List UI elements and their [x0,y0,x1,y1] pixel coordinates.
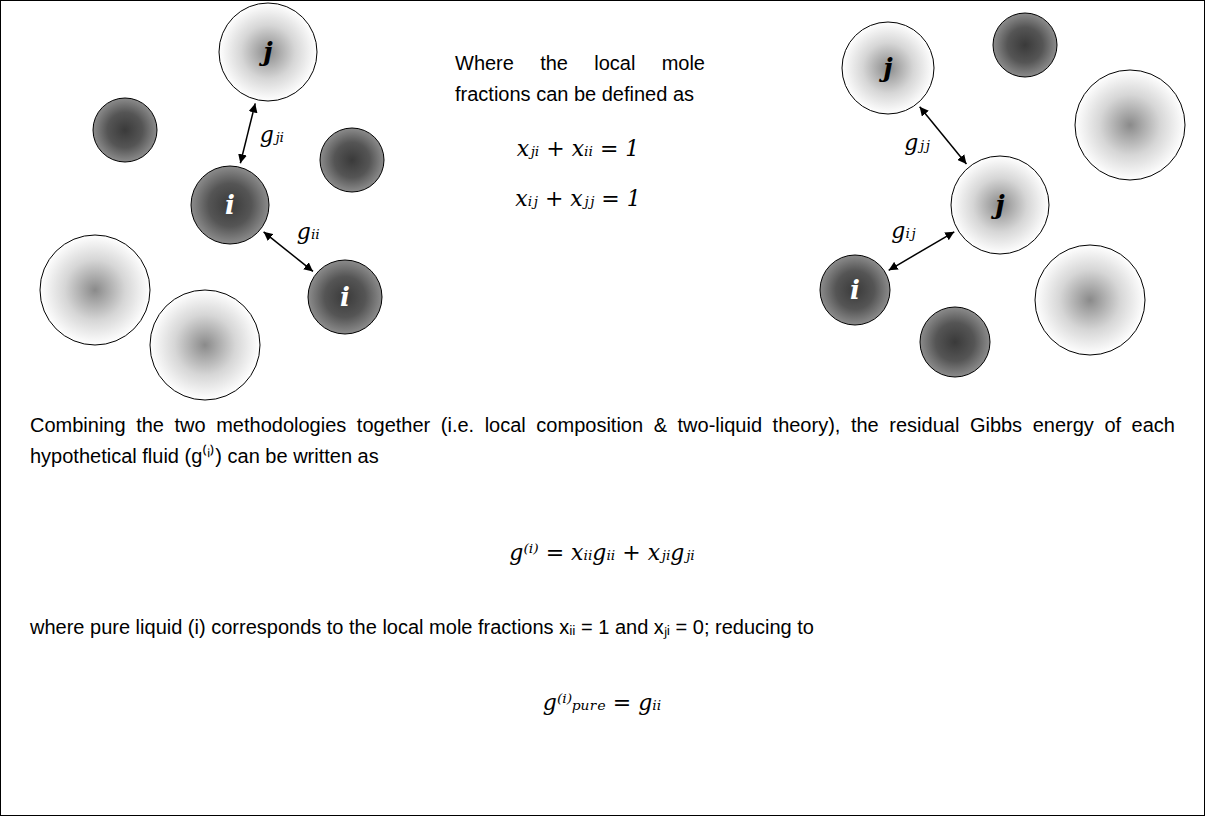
molecule-circle [1075,70,1185,180]
molecule-letter: i [225,192,235,218]
molecule-circle [320,128,384,192]
equation: xⱼᵢ + xᵢᵢ = 1 [517,136,640,161]
interaction-arrow [240,103,255,163]
molecule-circle [40,235,150,345]
equation: g⁽ⁱ⁾ₚᵤᵣₑ = gᵢᵢ [543,690,661,715]
molecule-circle [951,156,1049,254]
molecule-node: j [218,2,318,102]
note-text: Where the local mole fractions can be de… [455,48,705,110]
equation: g⁽ⁱ⁾ = xᵢᵢgᵢᵢ + xⱼᵢgⱼᵢ [509,540,694,565]
molecule-letter: j [263,39,272,65]
interaction-energy: gᵢᵢ [295,220,322,244]
body-text: Combining the two methodologies together… [30,410,1175,472]
molecule-node: j [841,21,935,115]
molecule-circle [993,13,1057,77]
molecule-letter: j [883,55,892,81]
molecule-node: i [190,165,270,245]
molecule-letter: i [850,277,860,303]
interaction-energy: gⱼᵢ [258,123,286,147]
molecule-letter: i [340,284,350,310]
molecule-letter: j [995,192,1004,218]
equation: xᵢⱼ + xⱼⱼ = 1 [515,186,641,211]
molecule-circle [308,260,382,334]
molecule-circle [191,166,269,244]
interaction-energy: gⱼⱼ [902,131,932,155]
interaction-energy: gᵢⱼ [889,219,917,243]
molecule-circle [219,3,317,101]
molecule-circle [1035,245,1145,355]
molecule-circle [920,307,990,377]
body-text: where pure liquid (i) corresponds to the… [30,612,1175,643]
molecule-circle [842,22,934,114]
molecule-node: i [819,254,891,326]
molecule-circle [820,255,890,325]
molecule-circle [93,98,157,162]
molecule-node: i [307,259,383,335]
molecule-node: j [950,155,1050,255]
molecule-circle [150,290,260,400]
